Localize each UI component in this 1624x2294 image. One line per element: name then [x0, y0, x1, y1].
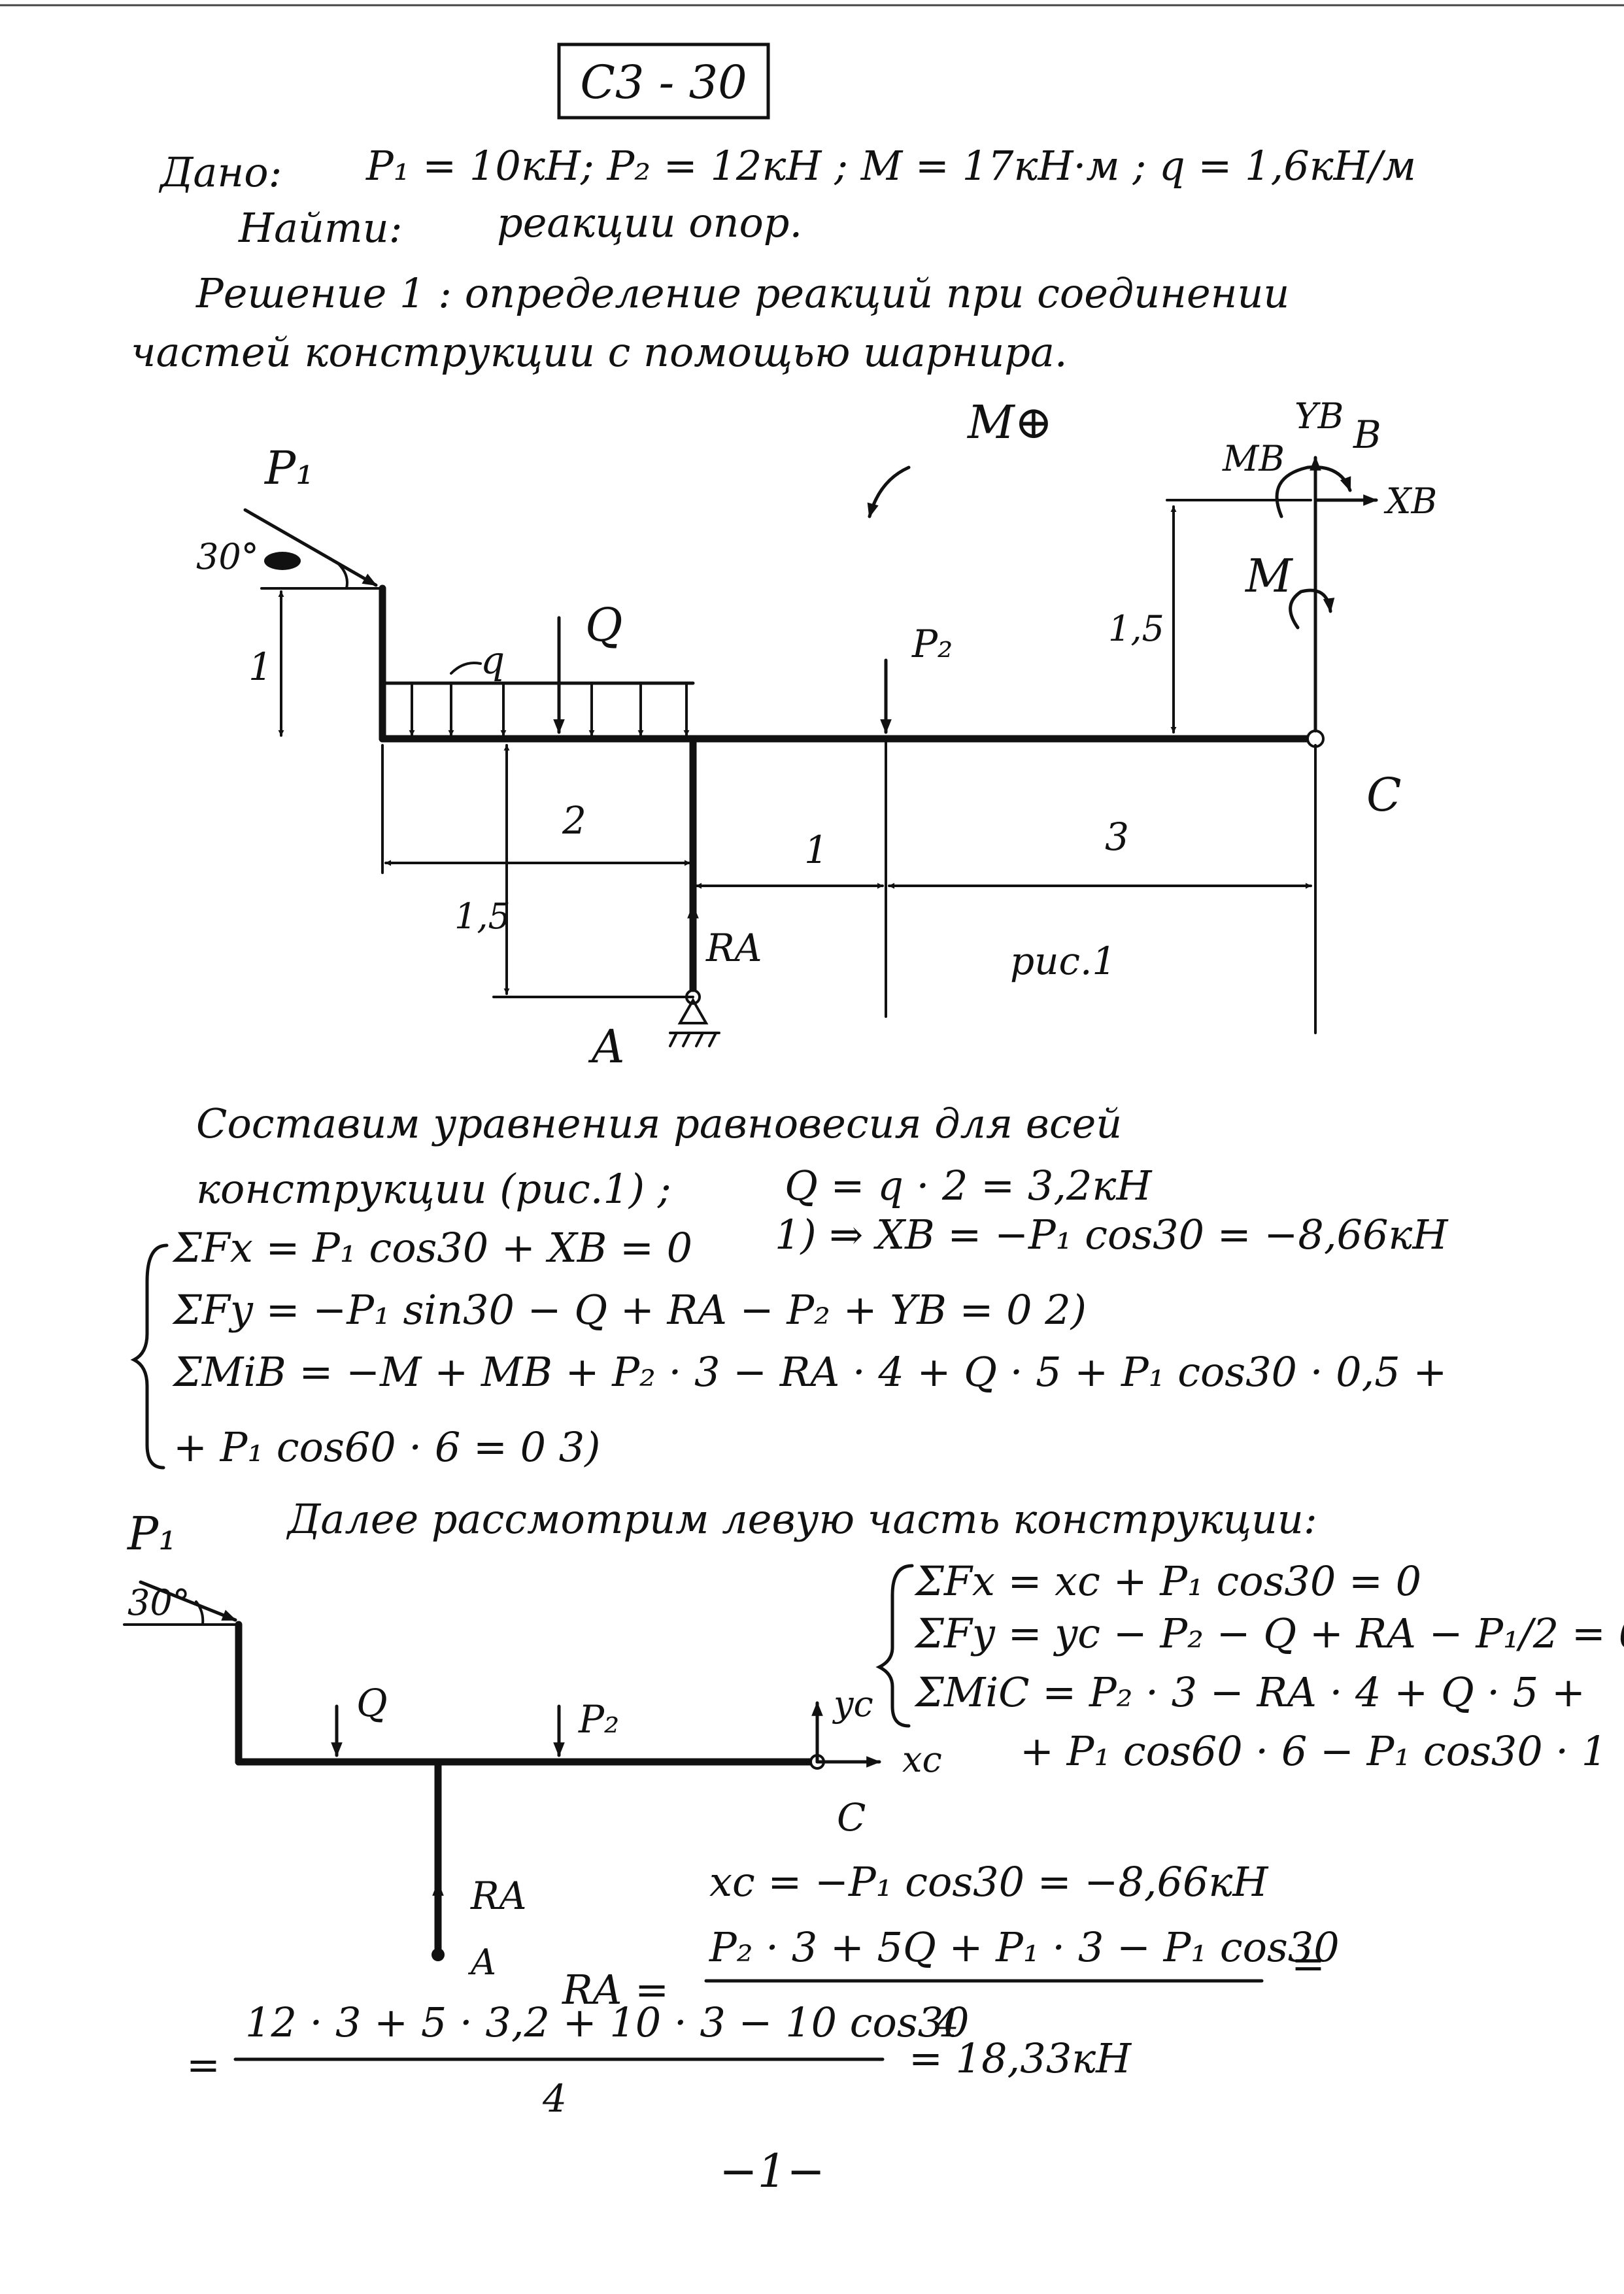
- final-value: = 18,33кН: [909, 2034, 1132, 2082]
- fig2-label-c: C: [837, 1795, 866, 1840]
- moment-sign: M⊕: [966, 396, 1053, 449]
- label-q: q: [481, 638, 505, 683]
- result-xc: xc = −P₁ cos30 = −8,66кН: [709, 1858, 1269, 1906]
- result-ra-denominator: 4: [934, 2001, 959, 2046]
- support-a-hatch: [708, 1032, 717, 1047]
- left-part-eq-fx: ΣFx = xc + P₁ cos30 = 0: [914, 1557, 1421, 1605]
- body-line-3: Далее рассмотрим левую часть конструкции…: [286, 1495, 1317, 1543]
- result-ra-numerator: P₂ · 3 + 5Q + P₁ · 3 − P₁ cos30: [709, 1923, 1340, 1971]
- support-a-triangle: [677, 997, 709, 1024]
- label-a: A: [588, 1020, 625, 1073]
- dim-15-right-label: 1,5: [1108, 608, 1164, 649]
- fig2-angle-label: 30°: [127, 1582, 190, 1623]
- page-number: −1−: [719, 2144, 825, 2198]
- dim-1-mid-label: 1: [804, 828, 828, 872]
- angle-label: 30°: [196, 536, 259, 577]
- fig2-label-p1: P₁: [126, 1507, 177, 1560]
- mb-moment-arrow: [1275, 465, 1352, 518]
- label-c: C: [1366, 768, 1402, 822]
- equation-sum-mb: ΣMiB = −M + MB + P₂ · 3 − RA · 4 + Q · 5…: [172, 1348, 1447, 1396]
- dim-3-label: 3: [1105, 815, 1129, 859]
- left-part-eq-mc: ΣMiC = P₂ · 3 − RA · 4 + Q · 5 +: [914, 1668, 1585, 1716]
- fig2-label-p2: P₂: [578, 1697, 619, 1742]
- moment-sign-arrow: [867, 465, 911, 518]
- angle-arc: [335, 561, 348, 590]
- equation-xb-result: 1) ⇒ XB = −P₁ cos30 = −8,66кН: [775, 1211, 1449, 1258]
- dim-1-label: 1: [248, 645, 273, 689]
- find-label: Найти:: [238, 204, 403, 252]
- final-numerator: 12 · 3 + 5 · 3,2 + 10 · 3 − 10 cos30: [245, 1999, 970, 2046]
- support-a-hatch: [682, 1032, 691, 1047]
- fig2-label-q: Q: [356, 1681, 388, 1725]
- result-ra-equals: =: [1291, 1940, 1325, 1987]
- q-leader: [450, 662, 482, 675]
- figure-1-caption: рис.1: [1010, 939, 1116, 983]
- figure-1: A RA C P₁ 30° 1 q Q P₂: [196, 396, 1437, 1073]
- support-a-hatch: [695, 1032, 704, 1047]
- fig2-label-ra: RA: [470, 1874, 527, 1918]
- solution-heading-2: частей конструкции с помощью шарнира.: [131, 328, 1068, 376]
- body-line-2a: конструкции (рис.1) ;: [196, 1165, 671, 1213]
- fig2-point-a: [431, 1948, 445, 1961]
- solution-heading-1: Решение 1 : определение реакций при соед…: [195, 269, 1289, 317]
- title-box: [557, 42, 770, 120]
- label-q-resultant: Q: [585, 598, 622, 652]
- label-mb: MB: [1222, 438, 1285, 479]
- body-line-1: Составим уравнения равновесия для всей: [196, 1100, 1122, 1147]
- label-p2: P₂: [911, 622, 953, 666]
- final-lead-equals: =: [186, 2041, 220, 2089]
- fig2-label-yc: yc: [832, 1683, 873, 1725]
- figure-2: RA A P₁ 30° Q P₂ yc xc C: [123, 1507, 942, 1983]
- final-denominator: 4: [542, 2076, 567, 2121]
- dim-15-left-label: 1,5: [454, 896, 511, 937]
- given-label: Дано:: [158, 148, 282, 196]
- label-p1: P₁: [263, 441, 314, 495]
- title: С3 - 30: [580, 56, 747, 109]
- system-brace-2: [875, 1564, 914, 1728]
- label-xb: XB: [1383, 481, 1437, 522]
- equation-sum-mb-cont: + P₁ cos60 · 6 = 0 3): [173, 1423, 600, 1471]
- ink-blot: [264, 552, 301, 570]
- left-part-eq-mc-cont: + P₁ cos60 · 6 − P₁ cos30 · 1 = 0: [1020, 1727, 1624, 1775]
- equation-sum-fy: ΣFy = −P₁ sin30 − Q + RA − P₂ + YB = 0 2…: [172, 1286, 1087, 1334]
- body-line-2b: Q = q · 2 = 3,2кН: [785, 1162, 1153, 1209]
- result-ra-label: RA =: [562, 1966, 669, 2014]
- support-a-hatch: [669, 1032, 678, 1047]
- p1-arrow: [243, 508, 378, 587]
- equation-sum-fx: ΣFx = P₁ cos30 + XB = 0: [172, 1224, 692, 1272]
- label-ra: RA: [705, 926, 762, 970]
- m-moment-arrow: [1289, 588, 1335, 630]
- given-values: P₁ = 10кН; P₂ = 12кН ; M = 17кН·м ; q = …: [365, 142, 1416, 190]
- system-brace-1: [130, 1243, 169, 1470]
- dim-2-label: 2: [562, 798, 586, 843]
- find-value: реакции опор.: [497, 199, 802, 246]
- label-b: B: [1353, 413, 1381, 457]
- fig2-angle-arc: [195, 1600, 205, 1626]
- label-m: M: [1244, 549, 1294, 603]
- fig2-label-xc: xc: [902, 1739, 942, 1780]
- fig2-p1-arrow: [139, 1580, 237, 1622]
- fig2-label-a: A: [467, 1942, 496, 1983]
- left-part-eq-fy: ΣFy = yc − P₂ − Q + RA − P₁/2 = 0: [914, 1610, 1624, 1657]
- label-yb: YB: [1294, 396, 1344, 437]
